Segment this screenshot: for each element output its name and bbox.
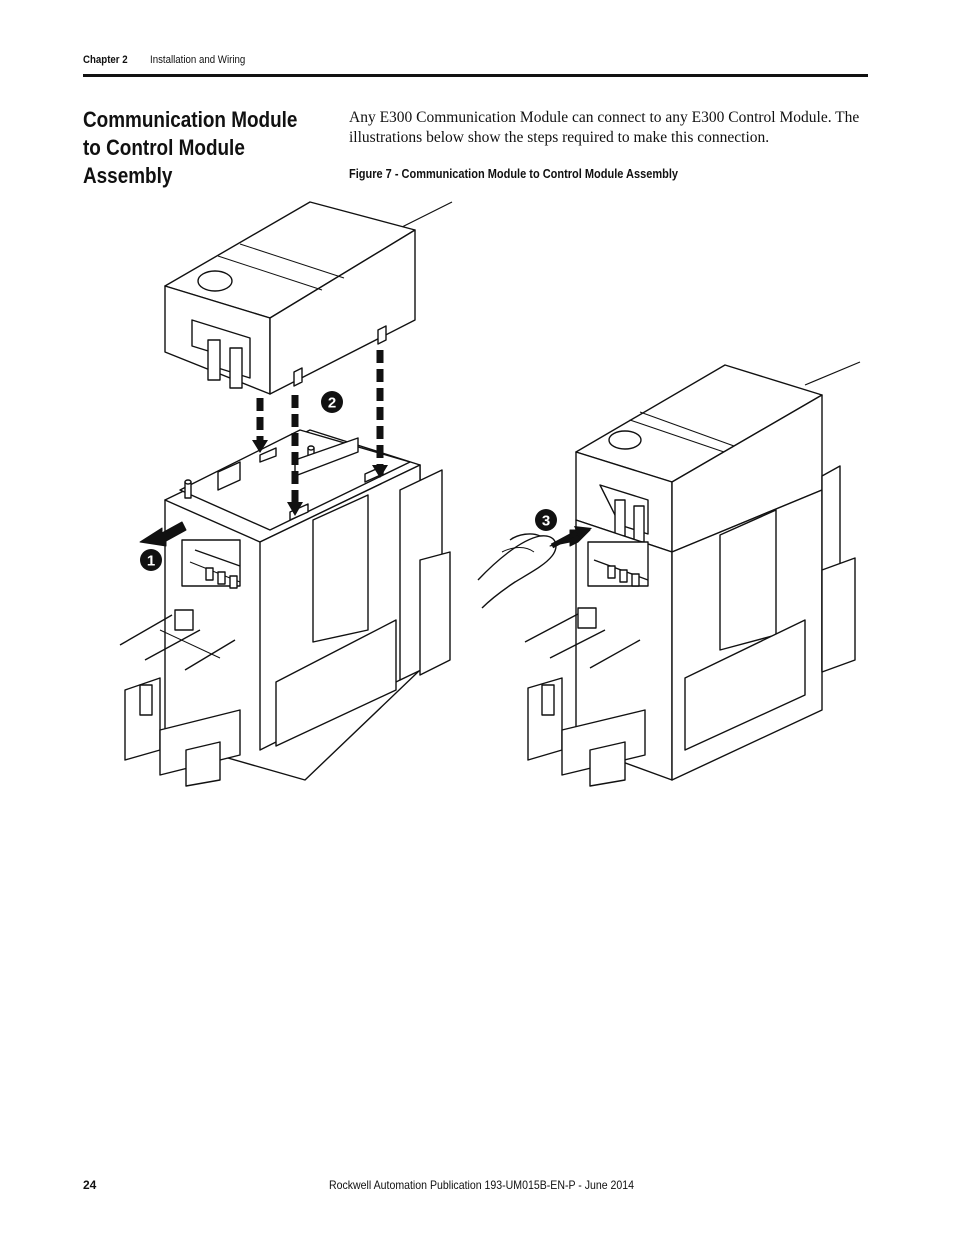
chapter-title: Installation and Wiring <box>150 54 246 66</box>
step-2-badge: 2 <box>321 391 343 413</box>
section-heading: Communication Module to Control Module A… <box>83 107 298 188</box>
page-number: 24 <box>83 1178 97 1192</box>
publication-footer: Rockwell Automation Publication 193-UM01… <box>329 1178 635 1192</box>
intro-paragraph: Any E300 Communication Module can connec… <box>349 109 860 146</box>
figure-caption: Figure 7 - Communication Module to Contr… <box>349 167 678 181</box>
header-rule <box>83 74 868 77</box>
push-arrow <box>549 526 592 549</box>
step-1-label: 1 <box>147 553 155 570</box>
insertion-arrows <box>256 350 384 505</box>
step-2-label: 2 <box>328 395 336 412</box>
step-3-label: 3 <box>542 513 550 530</box>
left-assembly <box>119 201 453 787</box>
step-3-badge: 3 <box>535 509 557 531</box>
chapter-label: Chapter 2 <box>83 54 128 66</box>
right-assembly <box>524 361 861 787</box>
step-1-badge: 1 <box>140 549 162 571</box>
assembly-illustration: 1 2 3 <box>119 201 861 787</box>
hand-illustration <box>477 533 557 609</box>
release-arrow <box>139 521 187 547</box>
